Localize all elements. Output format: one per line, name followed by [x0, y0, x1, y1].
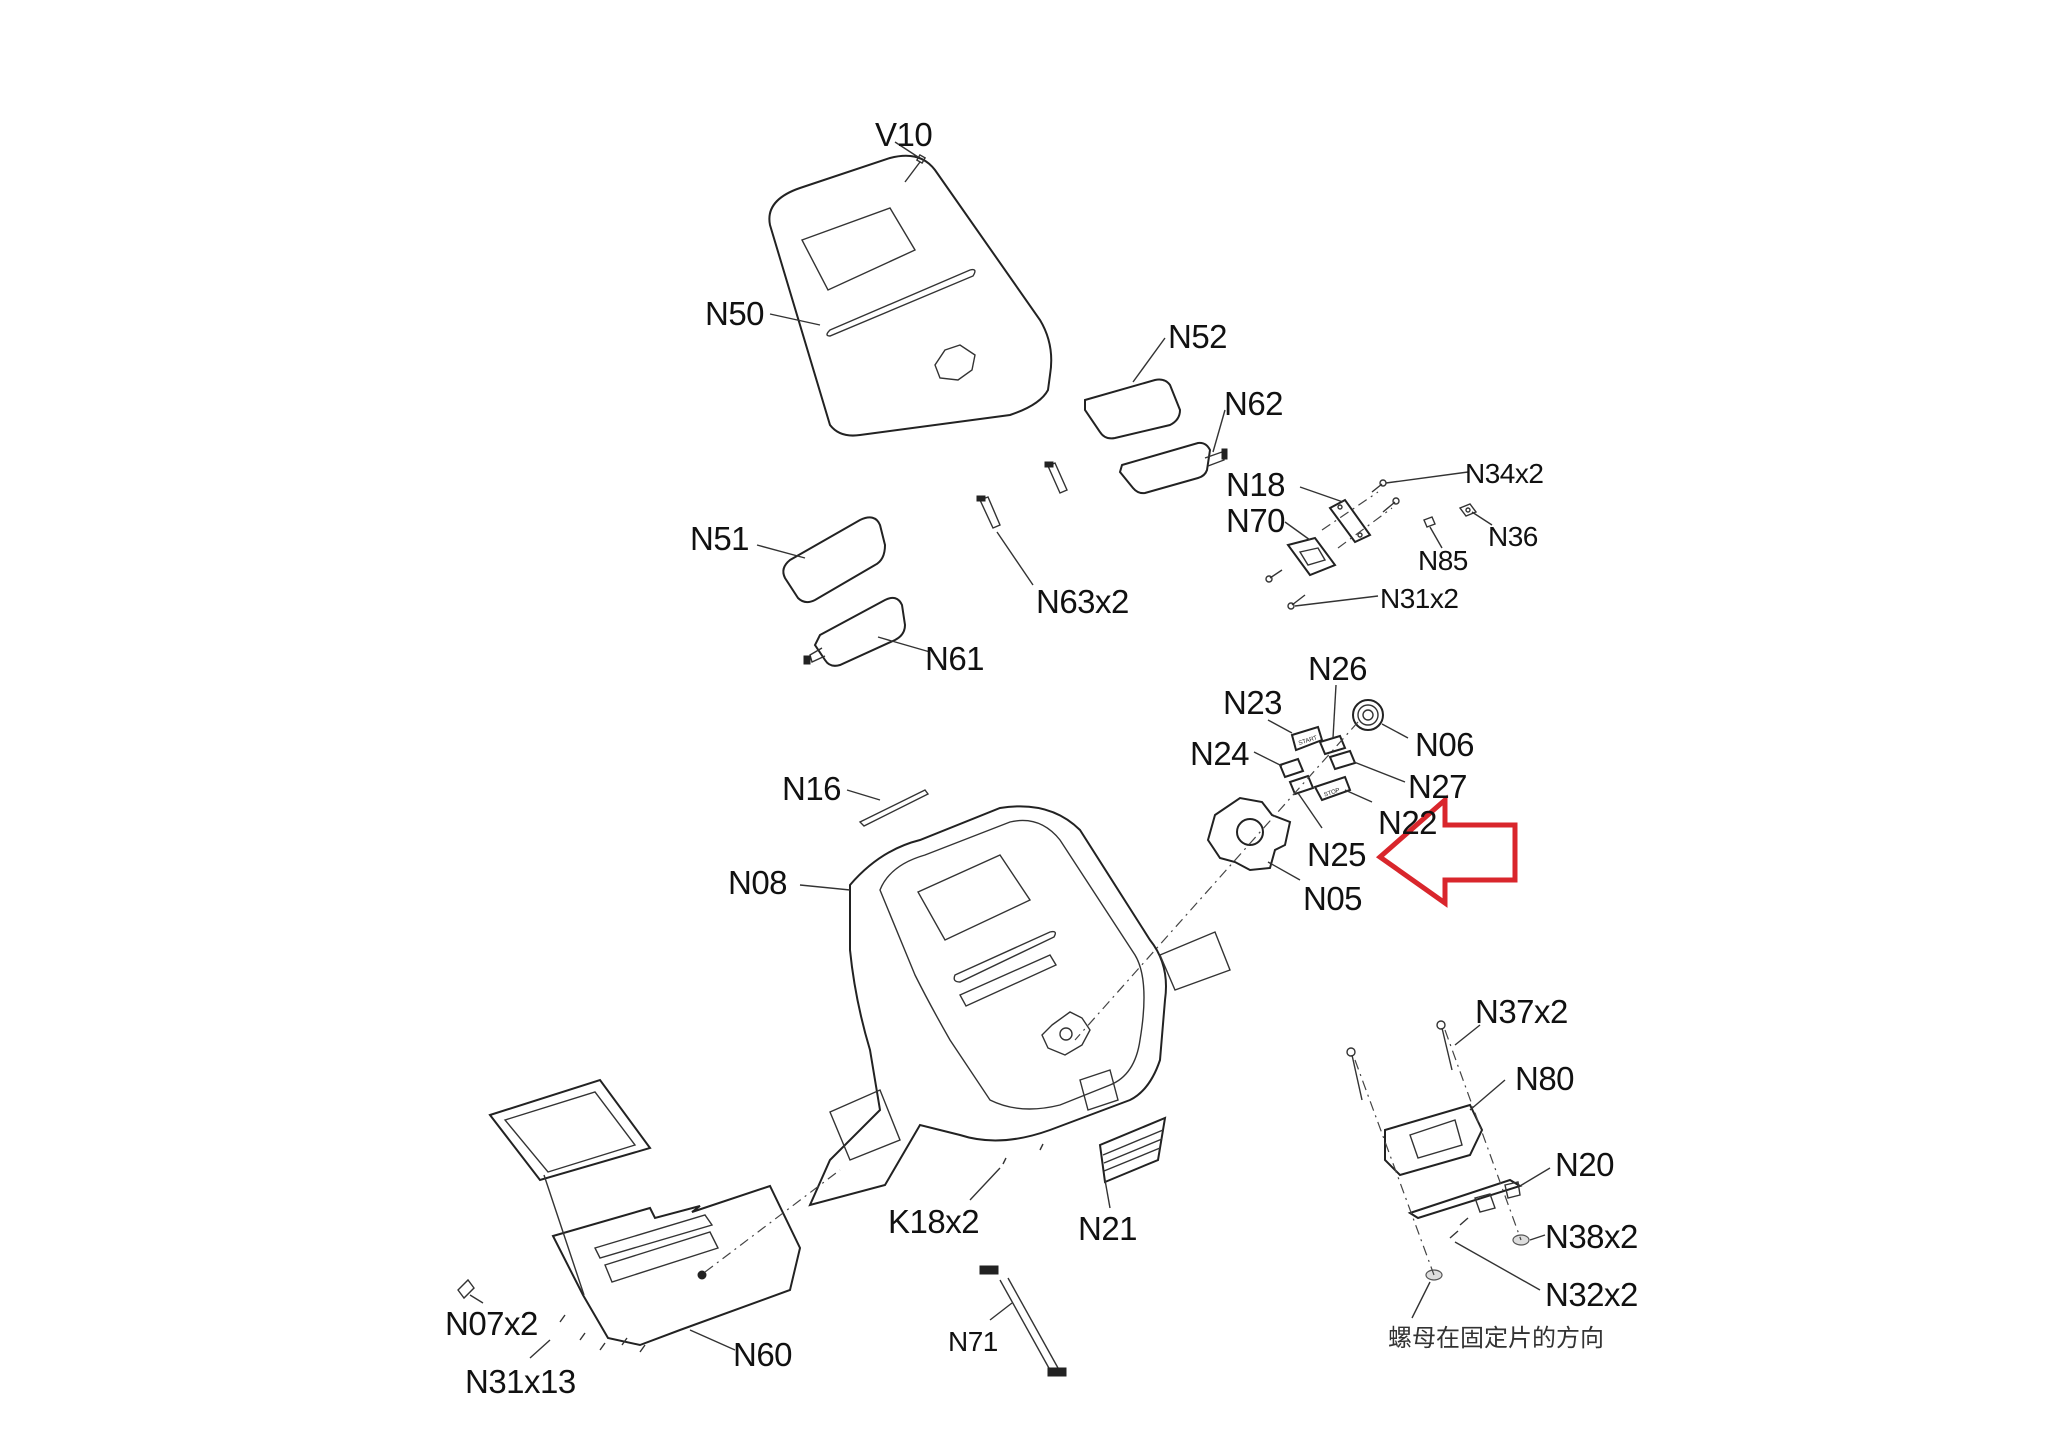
part-N20-plate — [1407, 1167, 1551, 1220]
label-N22: N22 — [1378, 804, 1438, 841]
part-V10 — [894, 141, 927, 183]
part-N85 — [1423, 516, 1443, 549]
part-N36 — [1458, 503, 1493, 526]
label-N21: N21 — [1078, 1210, 1138, 1247]
part-N52 — [1084, 337, 1182, 440]
part-K18-screws — [969, 1143, 1044, 1201]
highlight-arrow — [1375, 794, 1518, 908]
label-K18x2: K18x2 — [888, 1203, 980, 1240]
label-N70: N70 — [1226, 502, 1286, 539]
label-N32x2: N32x2 — [1545, 1276, 1638, 1313]
part-N34-screws — [1321, 471, 1469, 549]
part-N16 — [846, 789, 930, 827]
label-N31x2: N31x2 — [1380, 583, 1459, 614]
part-N37-bolts — [1346, 1020, 1481, 1101]
label-N25: N25 — [1307, 836, 1367, 873]
part-N80-clamp — [1384, 1079, 1506, 1177]
label-N52: N52 — [1168, 318, 1228, 355]
label-N27: N27 — [1408, 768, 1468, 805]
label-N85: N85 — [1418, 545, 1468, 576]
label-N16: N16 — [782, 770, 842, 807]
label-N31x13: N31x13 — [465, 1363, 576, 1400]
part-N24-up-button — [1253, 751, 1305, 779]
label-N50: N50 — [705, 295, 765, 332]
label-N51: N51 — [690, 520, 750, 557]
label-N26: N26 — [1308, 650, 1368, 687]
part-N71-cable — [979, 1265, 1067, 1377]
label-N71: N71 — [948, 1326, 998, 1357]
part-N63 — [976, 461, 1068, 586]
part-N27-down-button — [1328, 749, 1406, 783]
part-N61 — [803, 596, 931, 667]
part-N21-grille — [1098, 1116, 1167, 1209]
part-N31-screws — [1265, 569, 1379, 610]
part-N26-up-button — [1318, 684, 1347, 756]
part-N08-console — [799, 805, 1231, 1207]
label-N08: N08 — [728, 864, 788, 901]
label-N34x2: N34x2 — [1465, 458, 1544, 489]
part-N51 — [756, 516, 887, 604]
label-N63x2: N63x2 — [1036, 583, 1129, 620]
label-V10: V10 — [875, 116, 933, 153]
label-N06: N06 — [1415, 726, 1475, 763]
label-N18: N18 — [1226, 466, 1286, 503]
label-N36: N36 — [1488, 521, 1538, 552]
part-N38-washers — [1411, 1234, 1546, 1319]
part-N62 — [1118, 409, 1228, 495]
label-N61: N61 — [925, 640, 985, 677]
label-N37x2: N37x2 — [1475, 993, 1568, 1030]
part-N05-keypad — [1206, 796, 1301, 881]
part-N31-screws-bottom — [559, 1314, 646, 1353]
part-N22-stop-button: STOP — [1313, 775, 1373, 803]
label-N80: N80 — [1515, 1060, 1575, 1097]
label-N05: N05 — [1303, 880, 1363, 917]
label-N07x2: N07x2 — [445, 1305, 538, 1342]
label-N20: N20 — [1555, 1146, 1615, 1183]
part-N50-overlay — [768, 154, 1053, 437]
stop-text: STOP — [1323, 788, 1340, 799]
part-N18-bracket — [1299, 486, 1372, 544]
label-N23: N23 — [1223, 684, 1283, 721]
part-N60-board — [488, 1078, 841, 1351]
part-N23-start-button: START — [1267, 719, 1324, 752]
part-N70-board — [1284, 521, 1337, 577]
part-N25-down-button — [1288, 774, 1323, 829]
start-text: START — [1298, 735, 1318, 747]
part-N06-knob — [1352, 699, 1409, 739]
nut-orientation-note: 螺母在固定片的方向 — [1388, 1324, 1604, 1352]
label-N38x2: N38x2 — [1545, 1218, 1638, 1255]
leader-N31x13 — [529, 1339, 551, 1359]
part-N07 — [457, 1278, 484, 1304]
label-N60: N60 — [733, 1336, 793, 1373]
label-N24: N24 — [1190, 735, 1250, 772]
part-N32-screws — [1449, 1217, 1541, 1291]
label-N62: N62 — [1224, 385, 1284, 422]
